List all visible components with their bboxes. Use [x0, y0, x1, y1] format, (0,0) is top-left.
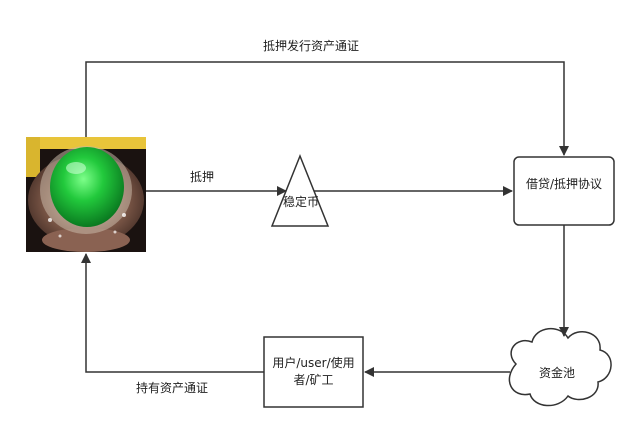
stablecoin-label: 稳定币	[283, 194, 319, 209]
edge-jade-to-agreement	[85, 61, 569, 156]
fund-pool-label: 资金池	[539, 365, 575, 380]
label-hold-asset-token: 持有资产通证	[136, 380, 208, 395]
user-label: 用户/user/使用者/矿工	[272, 356, 355, 387]
jade-ring-image	[26, 137, 146, 252]
fund-pool-cloud	[508, 328, 612, 407]
label-collateral: 抵押	[190, 170, 214, 184]
label-collateral-issue-token: 抵押发行资产通证	[263, 38, 359, 53]
agreement-label: 借贷/抵押协议	[525, 177, 603, 191]
user-box	[263, 336, 364, 408]
edge-user-to-jade	[81, 253, 264, 373]
